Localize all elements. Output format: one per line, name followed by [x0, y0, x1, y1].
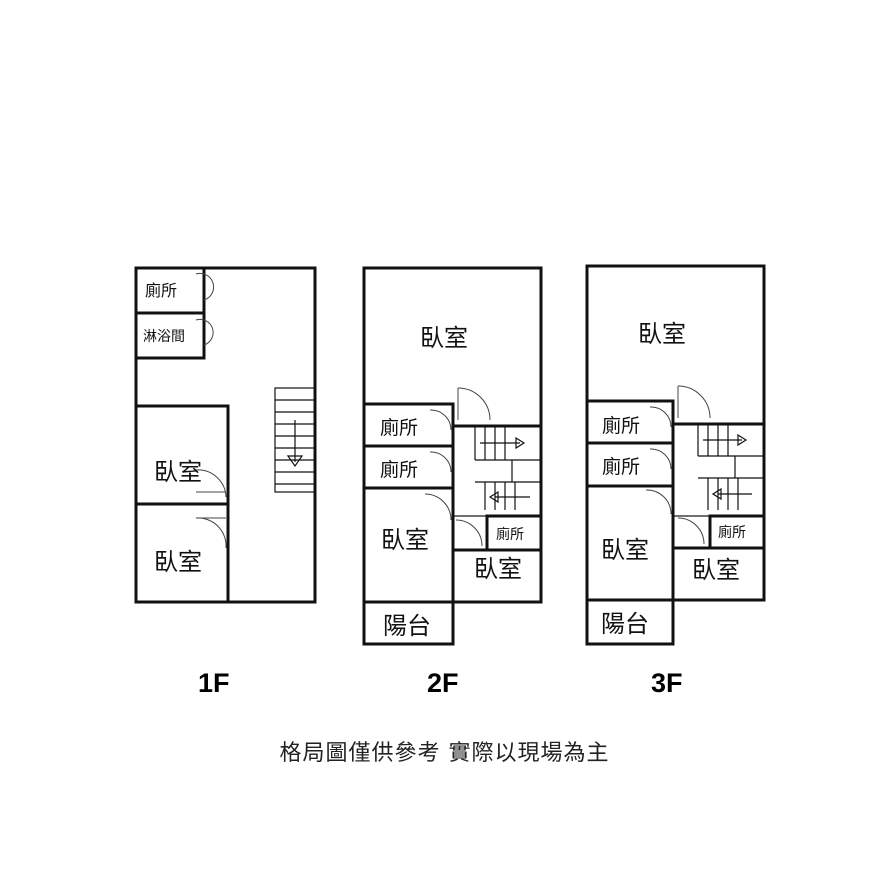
shower-label-1f: 淋浴間: [143, 329, 185, 345]
bedroom-left-label-3f: 臥室: [601, 536, 649, 564]
toilet-label-1f: 廁所: [145, 281, 177, 300]
toilet-1-label-2f: 廁所: [380, 416, 418, 439]
floor-plan-1f: 廁所 淋浴間 臥室 臥室 1F: [134, 266, 317, 698]
bedroom-main-label-2f: 臥室: [420, 324, 468, 352]
stairs-3f: [697, 424, 764, 510]
floor-label-1f: 1F: [198, 668, 230, 698]
floor-label-2f: 2F: [427, 668, 459, 698]
toilet-small-label-2f: 廁所: [496, 526, 524, 543]
floor-plan-3f: 臥室 廁所 廁所 臥室 廁所 臥室 陽台 3F: [585, 264, 766, 698]
bedroom-upper-label-1f: 臥室: [154, 458, 202, 486]
balcony-label-2f: 陽台: [383, 612, 431, 640]
balcony-label-3f: 陽台: [601, 610, 649, 638]
toilet-small-label-3f: 廁所: [718, 524, 746, 541]
toilet-1-label-3f: 廁所: [602, 414, 640, 437]
bedroom-right-label-3f: 臥室: [692, 556, 740, 584]
floor-plan-2f: 臥室 廁所 廁所 臥室 廁所 臥室 陽台 2F: [362, 266, 543, 698]
bedroom-left-label-2f: 臥室: [381, 526, 429, 554]
floor-label-3f: 3F: [651, 668, 683, 698]
toilet-2-label-2f: 廁所: [380, 458, 418, 481]
stairs-1f: [274, 387, 316, 493]
bedroom-main-label-3f: 臥室: [638, 320, 686, 348]
stairs-2f: [474, 426, 541, 510]
toilet-2-label-3f: 廁所: [602, 455, 640, 478]
disclaimer-text: 格局圖僅供參考 實際以現場為主: [279, 741, 610, 766]
bedroom-right-label-2f: 臥室: [474, 555, 522, 583]
bedroom-lower-label-1f: 臥室: [154, 548, 202, 576]
